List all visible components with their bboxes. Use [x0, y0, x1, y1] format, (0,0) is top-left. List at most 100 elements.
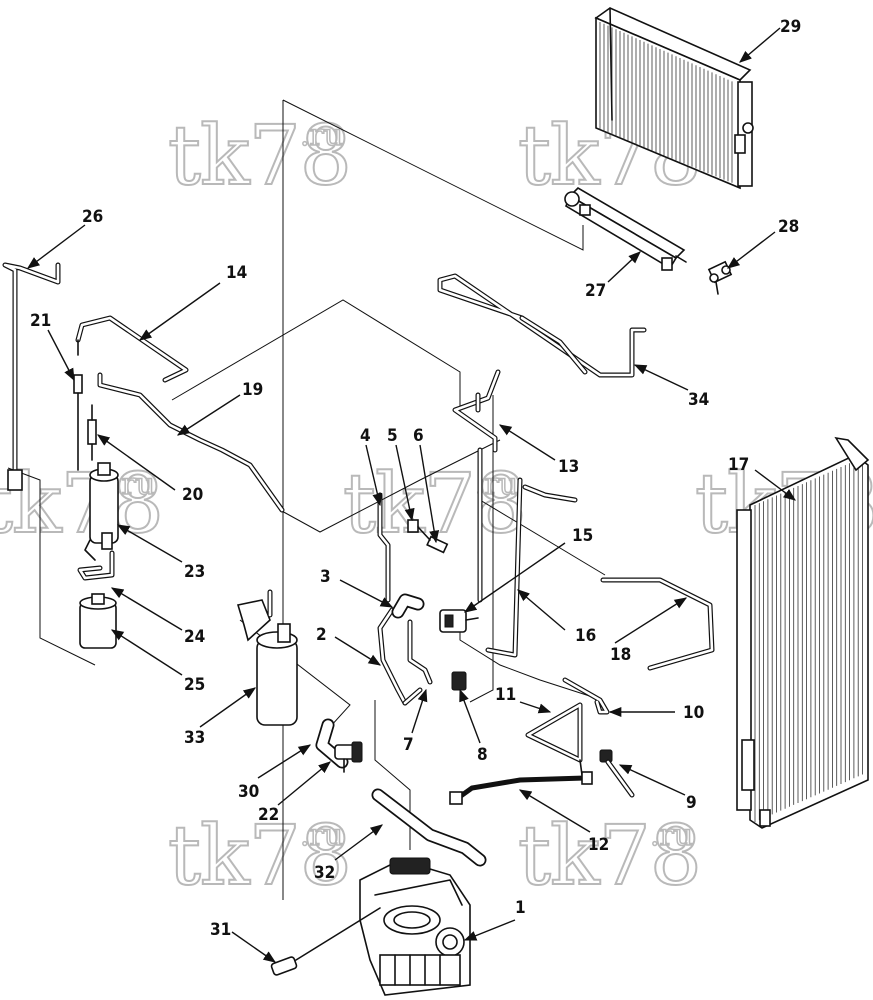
callout-1: 1: [515, 898, 526, 918]
filter-canister-25: [79, 593, 117, 649]
leader-7: [411, 688, 428, 734]
leader-9: [618, 764, 686, 796]
callout-13: 13: [558, 457, 579, 477]
callout-27: 27: [585, 281, 606, 301]
hose-32: [371, 788, 487, 867]
leader-5: [395, 444, 415, 522]
watermark-suffix: .ru: [300, 818, 343, 853]
leader-3: [339, 579, 394, 608]
callout-29: 29: [780, 17, 801, 37]
leader-15: [463, 542, 566, 613]
callout-24: 24: [184, 627, 205, 647]
u-tube-13: [452, 369, 501, 453]
leader-31: [231, 931, 277, 963]
callout-33: 33: [184, 728, 205, 748]
guide-line-25: [7, 467, 96, 666]
watermark-text: tk78: [168, 809, 351, 904]
callout-7: 7: [403, 735, 414, 755]
leader-11: [519, 701, 552, 714]
watermark-top-left: tk78 .ru: [167, 108, 353, 205]
callout-labels: 1 2 3 4 5 6 7 8 9 10 11 12 13 14 15 16 1…: [30, 17, 801, 940]
callout-8: 8: [477, 745, 488, 765]
callout-21: 21: [30, 311, 51, 331]
callout-9: 9: [686, 793, 697, 813]
leader-4: [365, 444, 383, 507]
callout-3: 3: [320, 567, 331, 587]
receiver-tube: [564, 186, 687, 271]
service-valve-22: [334, 741, 363, 773]
condenser: [736, 436, 870, 829]
callout-15: 15: [572, 526, 593, 546]
leader-22: [277, 761, 331, 806]
solenoid-valve-15: [439, 609, 479, 633]
guide-line-10: [459, 625, 603, 701]
leader-32: [334, 824, 384, 861]
watermark-mid-left: tk78 .ru: [0, 456, 165, 553]
bracket-14: [75, 315, 189, 383]
leader-16: [517, 589, 566, 631]
leader-18: [614, 597, 688, 644]
callout-19: 19: [242, 380, 263, 400]
leader-arrows: [26, 27, 797, 963]
guide-line-32: [374, 700, 411, 850]
drier-23: [84, 462, 119, 561]
callout-5: 5: [387, 426, 398, 446]
fitting-21: [73, 374, 83, 471]
leader-28: [726, 231, 776, 269]
watermark-bottom-right: tk78 .ru: [517, 808, 703, 905]
callout-11: 11: [495, 685, 516, 705]
leader-33: [199, 687, 257, 728]
guide-line-19: [279, 439, 501, 533]
leader-13: [498, 424, 556, 461]
guide-line-27: [282, 99, 584, 251]
guide-line-18: [479, 499, 606, 576]
hose-2: [377, 607, 408, 706]
guide-line-14: [171, 299, 461, 415]
hose-3: [391, 593, 433, 685]
accumulator-33: [236, 589, 298, 726]
expansion-fitting: [707, 260, 733, 295]
leader-34: [633, 364, 689, 391]
callout-10: 10: [683, 703, 704, 723]
leader-23: [116, 524, 183, 563]
callout-28: 28: [778, 217, 799, 237]
leader-2: [334, 636, 382, 666]
leader-6: [419, 444, 440, 544]
triangle-tube-11: [525, 702, 583, 776]
valve-group-4-5-6: [377, 492, 449, 603]
watermark-bottom-left: tk78 .ru: [167, 808, 353, 905]
guide-line-8: [469, 395, 494, 703]
bent-tube-34: [437, 273, 647, 378]
hose-12: [449, 771, 593, 805]
leader-19: [176, 394, 241, 436]
callout-16: 16: [575, 626, 596, 646]
leader-30: [257, 744, 312, 779]
callout-22: 22: [258, 805, 279, 825]
fitting-7: [402, 687, 423, 706]
pigtail-10: [562, 677, 610, 715]
leader-20: [96, 434, 176, 491]
rod-26: [2, 262, 61, 491]
fitting-20: [87, 404, 97, 461]
callout-20: 20: [182, 485, 203, 505]
assembly-guide-lines: [7, 99, 606, 900]
fitting-9: [599, 749, 635, 798]
callout-17: 17: [728, 455, 749, 475]
compressor-1: [359, 857, 471, 996]
leader-26: [26, 224, 86, 269]
watermark-text: tk78: [168, 109, 351, 204]
fitting-31: [270, 907, 381, 976]
callout-14: 14: [226, 263, 247, 283]
vertical-tube-16: [477, 447, 523, 658]
evaporator-core: [594, 7, 754, 190]
callout-12: 12: [588, 835, 609, 855]
watermark-suffix: .ru: [650, 818, 693, 853]
leader-1: [463, 919, 516, 941]
callout-26: 26: [82, 207, 103, 227]
bracket-24: [77, 550, 115, 581]
leader-21: [47, 329, 75, 382]
callout-25: 25: [184, 675, 205, 695]
bent-tube-18: [600, 577, 715, 671]
short-tube: [522, 484, 578, 503]
